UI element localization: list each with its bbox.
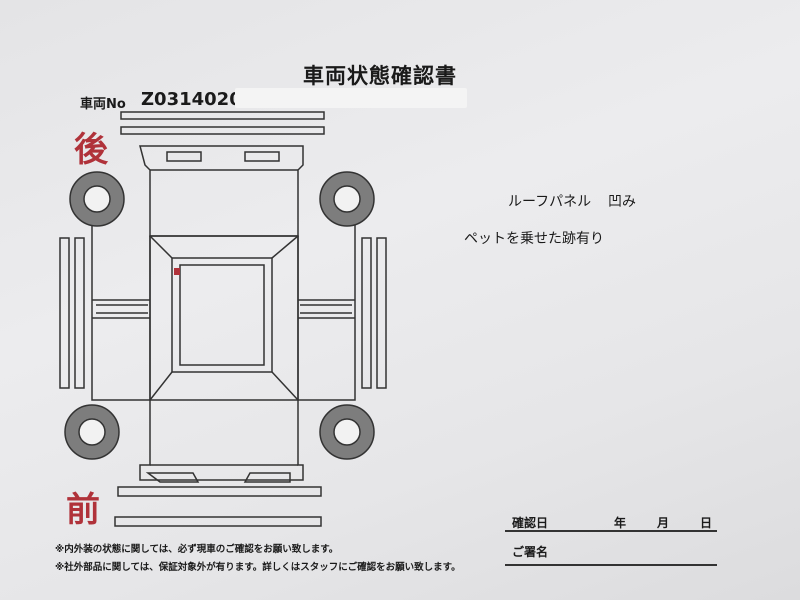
note-remark: ペットを乗せた跡有り xyxy=(464,231,604,247)
front-label: 前 xyxy=(66,490,100,530)
footnote: ※社外部品に関しては、保証対象外が有ります。詳しくはスタッフにご確認をお願い致し… xyxy=(55,562,461,573)
footnote: ※内外装の状態に関しては、必ず現車のご確認をお願い致します。 xyxy=(55,544,339,555)
confirm-date-label: 確認日 xyxy=(512,516,549,530)
wheel-front-left xyxy=(64,404,120,460)
vehicle-no: Z0314020 xyxy=(141,89,242,110)
rear-label: 後 xyxy=(74,130,108,170)
wheel-rear-right xyxy=(319,171,375,227)
note-part: ルーフパネル xyxy=(508,194,592,210)
vehicle-no-label: 車両No xyxy=(80,97,126,112)
masked-label-sticker xyxy=(235,88,467,108)
document-title: 車両状態確認書 xyxy=(303,64,457,88)
year-label: 年 xyxy=(614,516,627,530)
signature-label: ご署名 xyxy=(512,545,549,559)
date-line xyxy=(505,530,717,532)
wheel-rear-left xyxy=(69,171,125,227)
month-label: 月 xyxy=(657,516,670,530)
signature-line xyxy=(505,564,717,566)
day-label: 日 xyxy=(700,516,713,530)
wheel-front-right xyxy=(319,404,375,460)
note-damage: 凹み xyxy=(608,194,636,210)
damage-marker xyxy=(174,268,180,275)
